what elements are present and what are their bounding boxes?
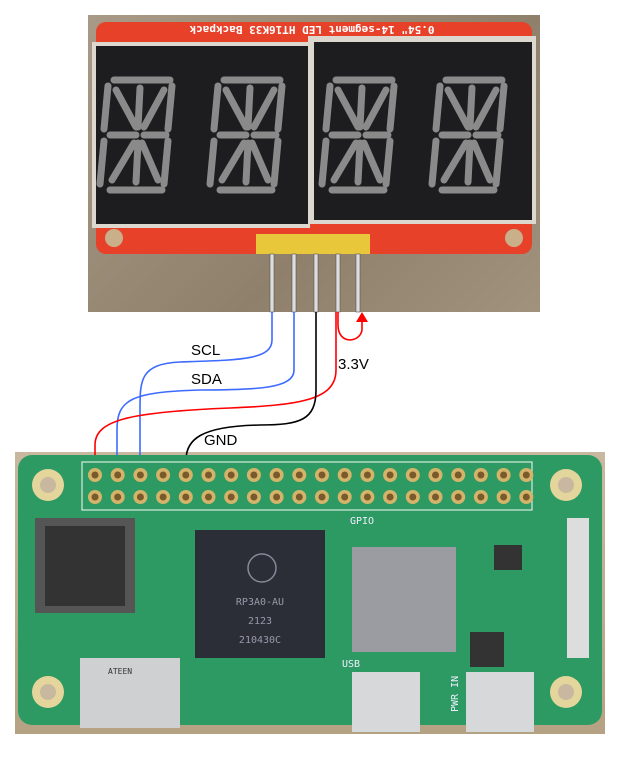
header-pin <box>291 253 297 313</box>
label-gnd: GND <box>204 432 238 449</box>
raspberry-logo-icon <box>247 553 277 583</box>
wire-scl <box>139 312 273 480</box>
svg-text:ATEEN: ATEEN <box>108 667 132 676</box>
gpio-header-outline <box>81 461 533 511</box>
label-scl: SCL <box>191 342 221 359</box>
segment-digit <box>318 76 398 194</box>
wire-gnd <box>185 312 317 480</box>
wifi-shield <box>352 547 456 652</box>
power-port[interactable] <box>466 672 534 732</box>
usb-port[interactable] <box>352 672 420 732</box>
wire-3v3 <box>94 312 337 480</box>
board-silkscreen: 0.54" 14-segment LED HT16K33 Backpack <box>189 23 434 36</box>
arrow-3v3-loop-icon <box>356 312 368 322</box>
pin-header <box>256 234 370 254</box>
segment-digit <box>96 76 176 194</box>
soc-chip <box>195 530 325 658</box>
segment-digit <box>428 76 508 194</box>
mini-hdmi-port[interactable] <box>80 658 180 728</box>
header-pin <box>355 253 361 313</box>
chip-line-3: 210430C <box>239 635 281 646</box>
header-pin <box>269 253 275 313</box>
usb-label: USB <box>342 659 360 670</box>
gpio-label: GPIO <box>350 516 374 527</box>
pi-board: GPIO RP3A0-AU 2123 210430C ATEEN USB PWR… <box>18 455 602 732</box>
segment-digit <box>206 76 286 194</box>
label-3v3: 3.3V <box>338 356 369 373</box>
label-sda: SDA <box>191 371 222 388</box>
chip-line-1: RP3A0-AU <box>236 597 284 608</box>
led-backpack-board: 0.54" 14-segment LED HT16K33 Backpack <box>92 22 536 313</box>
camera-connector <box>567 518 589 658</box>
header-pin <box>335 253 341 313</box>
chip-line-2: 2123 <box>248 616 272 627</box>
header-pin <box>313 253 319 313</box>
wire-3v3-loop <box>337 312 363 341</box>
pwr-in-label: PWR IN <box>450 676 461 712</box>
wire-sda <box>116 312 295 480</box>
